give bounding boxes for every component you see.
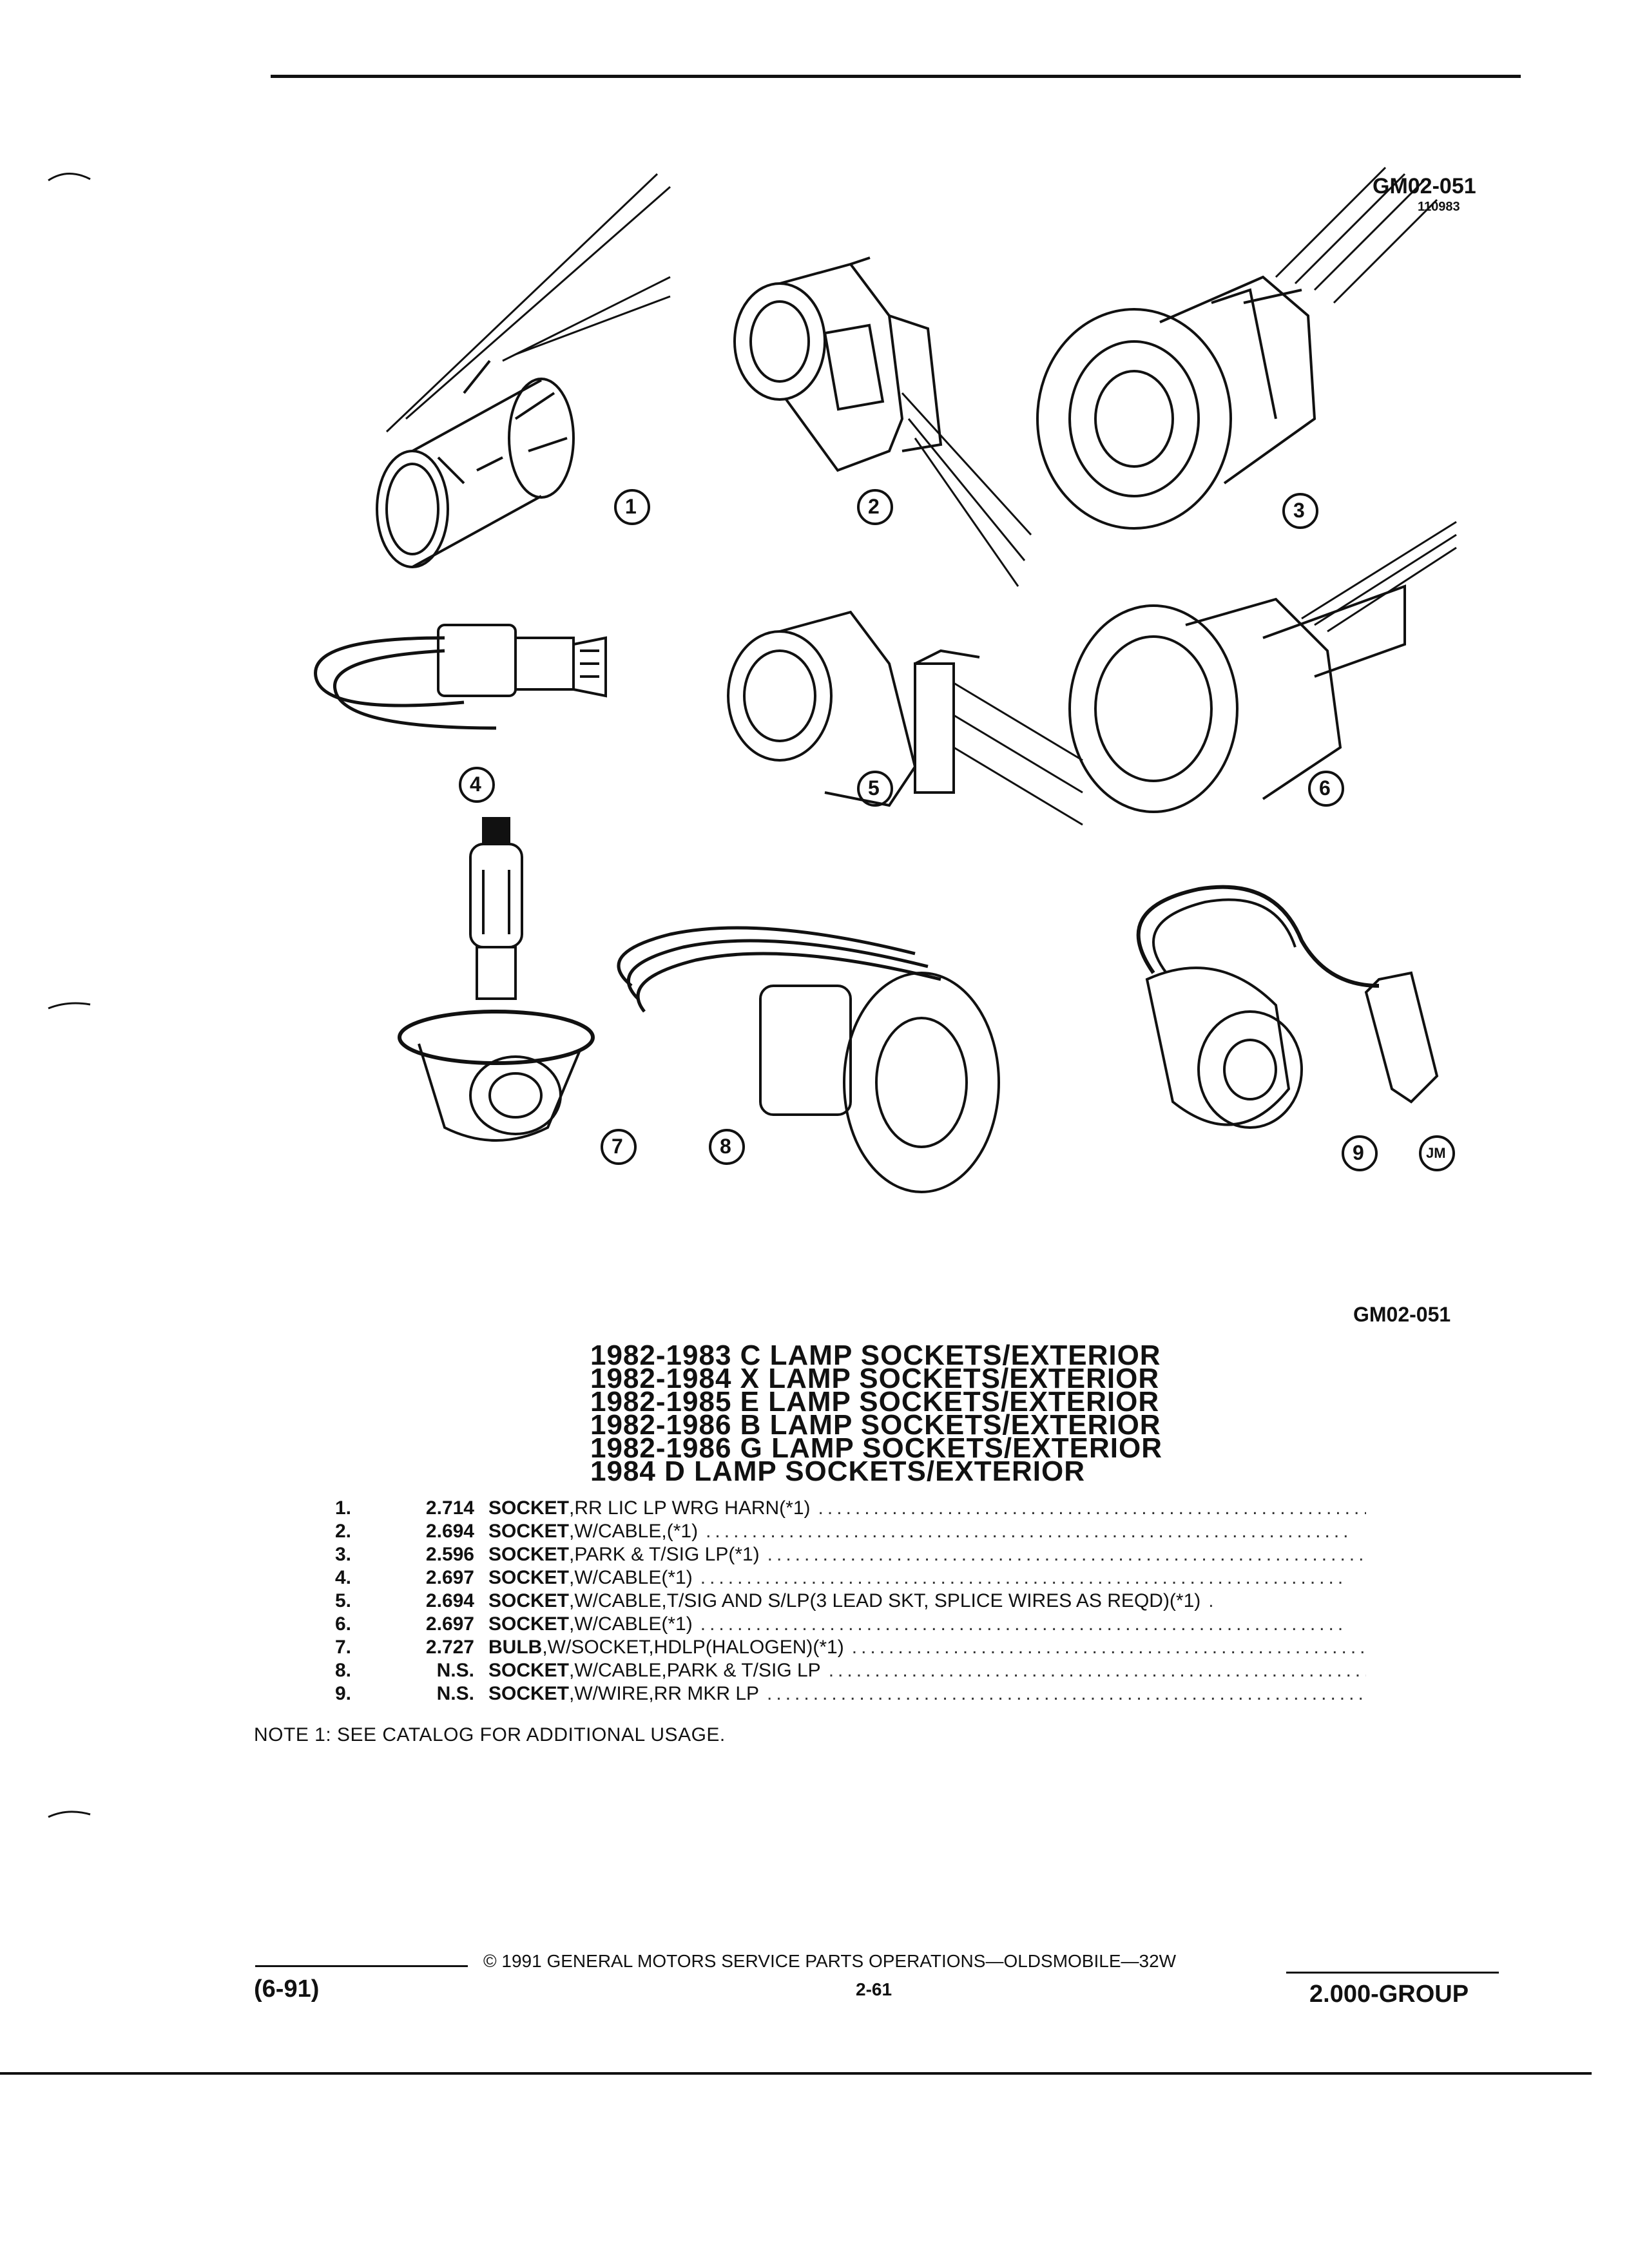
part-description: ,PARK & T/SIG LP(*1): [569, 1544, 760, 1565]
part-name: SOCKET: [488, 1590, 570, 1611]
leader-dots: ........................................…: [767, 1544, 1366, 1565]
part-group-number: 2.727: [425, 1637, 474, 1658]
socket-6-drawing: [1068, 521, 1457, 813]
callout-2: 2: [868, 495, 880, 518]
part-description: ,W/CABLE(*1): [569, 1613, 693, 1635]
usage-note: NOTE 1: SEE CATALOG FOR ADDITIONAL USAGE…: [254, 1724, 726, 1745]
part-number-index: 6.: [335, 1613, 352, 1635]
part-number-index: 4.: [335, 1567, 352, 1588]
part-number-index: 2.: [335, 1521, 352, 1542]
title-line-3: 1982-1985 E LAMP SOCKETS/EXTERIOR: [590, 1386, 1160, 1418]
parts-row: 8. N.S. SOCKET,W/CABLE,PARK & T/SIG LP .…: [335, 1660, 1366, 1683]
part-name: BULB: [488, 1637, 543, 1658]
part-description: ,W/CABLE(*1): [569, 1567, 693, 1588]
part-description: ,W/SOCKET,HDLP(HALOGEN)(*1): [542, 1637, 844, 1658]
parts-row: 6. 2.697 SOCKET,W/CABLE(*1) ............…: [335, 1613, 1366, 1637]
callout-4: 4: [470, 773, 481, 796]
footer-rule-right: [1286, 1972, 1499, 1974]
title-line-1: 1982-1983 C LAMP SOCKETS/EXTERIOR: [590, 1340, 1161, 1371]
part-description: ,W/WIRE,RR MKR LP: [569, 1683, 760, 1704]
copyright-line: © 1991 GENERAL MOTORS SERVICE PARTS OPER…: [483, 1951, 1177, 1971]
socket-5-drawing: [727, 610, 1083, 826]
leader-dots: ........................................…: [767, 1683, 1366, 1704]
socket-4-drawing: [314, 624, 607, 730]
title-line-4: 1982-1986 B LAMP SOCKETS/EXTERIOR: [590, 1409, 1161, 1441]
margin-mark-icon: [48, 1811, 91, 1818]
socket-1-drawing: [376, 173, 671, 568]
figure-date: 110983: [1418, 200, 1460, 214]
part-group-number: 2.697: [425, 1567, 474, 1588]
part-group-number: 2.694: [425, 1521, 474, 1542]
parts-row: 1. 2.714 SOCKET,RR LIC LP WRG HARN(*1) .…: [335, 1497, 1366, 1521]
part-group-number: N.S.: [436, 1683, 474, 1704]
part-name: SOCKET: [488, 1683, 570, 1704]
part-number-index: 7.: [335, 1637, 352, 1658]
leader-dots: ........................................…: [818, 1497, 1366, 1519]
parts-row: 3. 2.596 SOCKET,PARK & T/SIG LP(*1) ....…: [335, 1544, 1366, 1567]
parts-row: 7. 2.727 BULB,W/SOCKET,HDLP(HALOGEN)(*1)…: [335, 1637, 1366, 1660]
part-group-number: 2.697: [425, 1613, 474, 1635]
socket-3-drawing: [1036, 166, 1438, 530]
callout-1: 1: [625, 495, 637, 518]
part-group-number: 2.694: [425, 1590, 474, 1611]
page-number: 2-61: [856, 1979, 892, 1999]
part-number-index: 5.: [335, 1590, 352, 1611]
part-name: SOCKET: [488, 1544, 570, 1565]
part-number-index: 1.: [335, 1497, 352, 1519]
leader-dots: ........................................…: [851, 1637, 1366, 1658]
callout-circles: [459, 489, 1455, 1171]
callout-3: 3: [1293, 499, 1305, 522]
parts-row: 9. N.S. SOCKET,W/WIRE,RR MKR LP ........…: [335, 1683, 1366, 1706]
socket-8-drawing: [617, 926, 1000, 1193]
part-number-index: 3.: [335, 1544, 352, 1565]
artist-mark: JM: [1426, 1145, 1446, 1161]
part-group-number: 2.714: [425, 1497, 474, 1519]
callout-7: 7: [612, 1135, 623, 1158]
part-description: ,W/CABLE,PARK & T/SIG LP: [569, 1660, 821, 1681]
callout-8: 8: [720, 1135, 731, 1158]
part-name: SOCKET: [488, 1567, 570, 1588]
part-group-number: N.S.: [436, 1660, 474, 1681]
part-name: SOCKET: [488, 1660, 570, 1681]
part-description: ,RR LIC LP WRG HARN(*1): [569, 1497, 811, 1519]
part-number-index: 9.: [335, 1683, 352, 1704]
bottom-rule: [0, 2072, 1592, 2075]
leader-dots: ........................................…: [700, 1567, 1347, 1588]
group-number: 2.000-GROUP: [1309, 1981, 1469, 2008]
socket-2-drawing: [733, 256, 1032, 587]
callout-9: 9: [1353, 1141, 1364, 1164]
part-number-index: 8.: [335, 1660, 352, 1681]
revision-date: (6-91): [254, 1975, 320, 2003]
part-name: SOCKET: [488, 1497, 570, 1519]
figure-code-top: GM02-051: [1373, 174, 1476, 198]
part-group-number: 2.596: [425, 1544, 474, 1565]
title-line-2: 1982-1984 X LAMP SOCKETS/EXTERIOR: [590, 1363, 1160, 1394]
footer-rule-left: [255, 1965, 468, 1967]
part-description: ,W/CABLE,(*1): [569, 1521, 699, 1542]
leader-dots: ........................................…: [700, 1613, 1347, 1635]
callout-6: 6: [1319, 776, 1331, 800]
figure-code-bottom: GM02-051: [1353, 1303, 1451, 1326]
parts-row: 2. 2.694 SOCKET,W/CABLE,(*1) ...........…: [335, 1521, 1366, 1544]
callout-5: 5: [868, 776, 880, 800]
top-rule: [271, 75, 1521, 78]
parts-row: 5. 2.694 SOCKET,W/CABLE,T/SIG AND S/LP(3…: [335, 1590, 1366, 1613]
leader-dots: ........................................…: [828, 1660, 1366, 1681]
parts-row: 4. 2.697 SOCKET,W/CABLE(*1) ............…: [335, 1567, 1366, 1590]
title-line-6: 1984 D LAMP SOCKETS/EXTERIOR: [590, 1456, 1086, 1487]
part-name: SOCKET: [488, 1613, 570, 1635]
title-line-5: 1982-1986 G LAMP SOCKETS/EXTERIOR: [590, 1432, 1163, 1464]
margin-mark-icon: [48, 173, 91, 182]
leader-dots: .: [1208, 1590, 1218, 1611]
part-name: SOCKET: [488, 1521, 570, 1542]
margin-mark-icon: [48, 1002, 91, 1010]
part-description: ,W/CABLE,T/SIG AND S/LP(3 LEAD SKT, SPLI…: [569, 1590, 1201, 1611]
leader-dots: ........................................…: [706, 1521, 1353, 1542]
lamp-socket-illustration: 1 2 3 4 5 6 7 8 9 JM: [271, 148, 1495, 1244]
bulb-7-drawing: [398, 817, 595, 1142]
socket-9-drawing: [1136, 885, 1439, 1129]
